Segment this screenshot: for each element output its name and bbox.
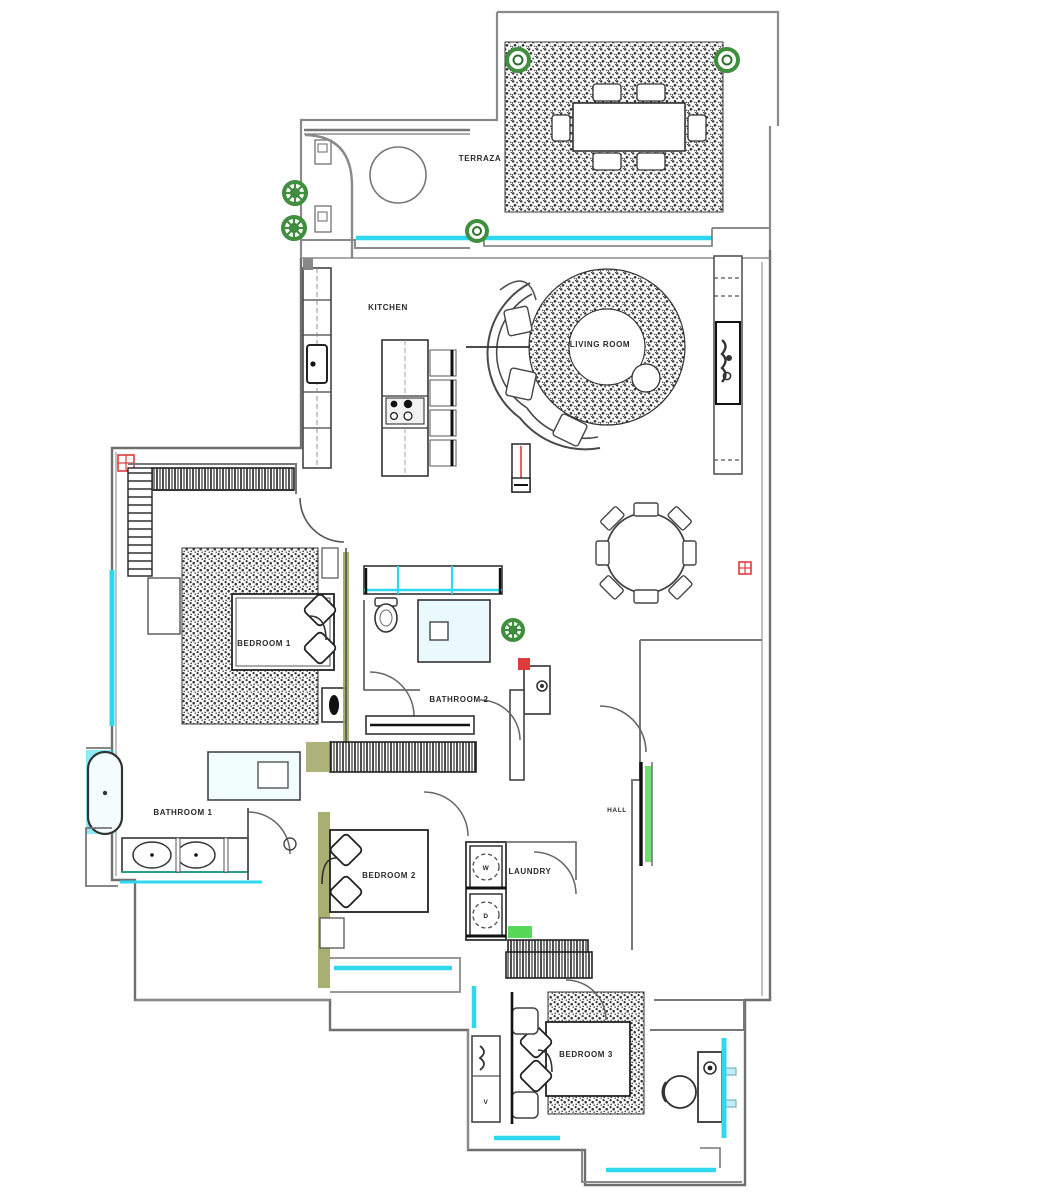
plant-icon [282,180,308,206]
door-swing [247,811,291,855]
nightstand [511,1007,539,1035]
media-unit [511,443,531,493]
stair-run [127,467,153,577]
closet-band [329,741,477,773]
shower-area [418,600,490,662]
room-label-living-room: LIVING ROOM [570,340,630,349]
hall-accent [645,766,652,862]
side-table [631,363,661,393]
desk-chair [663,1075,697,1109]
wardrobe-closet [117,454,297,577]
double-vanity [121,837,249,873]
bath1-shower [207,751,301,801]
bedroom-2-zone [318,791,469,993]
kitchen-zone [302,258,457,477]
misc-partitions [86,639,762,1150]
coffee-table [568,308,646,386]
dryer-mark: D [483,913,488,920]
room-label-bedroom-3: BEDROOM 3 [559,1050,613,1059]
kitchen-appliance [306,344,328,384]
plant-icon [281,215,307,241]
bed-bedroom3 [545,1021,631,1097]
indoor-dining-set [595,502,697,604]
door-swing [565,979,607,1021]
cooktop [385,397,425,425]
washing-machine [469,845,503,889]
bedroom3-wardrobe [471,1035,501,1123]
bedroom-3-zone: V [471,951,745,1183]
pillows-bedroom1 [303,593,337,665]
door-swing [599,705,647,753]
room-label-layer: TERRAZA KITCHEN LIVING ROOM BEDROOM 1 BA… [153,154,630,1059]
room-label-terraza: TERRAZA [459,154,501,163]
sofa-cushion [552,413,588,447]
room-label-hall: HALL [607,807,627,814]
desk-set [661,1051,737,1123]
curved-sofa-outer [486,282,601,451]
toilet-bath1 [283,837,297,851]
door-swing [369,671,415,717]
sofa-cushion [505,367,537,401]
terrace-side-furniture [314,139,332,233]
bedroom-1-zone [109,497,349,748]
plant-symbols [281,47,740,642]
shower-drain [429,621,449,641]
nightstand [147,577,181,635]
pillows-bedroom2 [321,833,363,909]
door-swing [533,851,577,895]
plant-icon [714,47,740,73]
dining-table [605,512,687,594]
kitchen-shelving [429,349,457,467]
terrace-zone [299,10,780,258]
door-swing [299,497,345,543]
room-label-laundry: LAUNDRY [508,867,551,876]
room-label-kitchen: KITCHEN [368,303,408,312]
bathroom-2-zone [306,565,551,781]
right-wall-cabinetry [713,255,743,475]
plant-icon [501,618,525,642]
room-label-bedroom-1: BEDROOM 1 [237,639,291,648]
living-room-zone [466,255,752,604]
nightstand [511,1091,539,1119]
outdoor-dining-set [551,83,707,171]
door-swing [479,699,521,741]
plant-icon [505,47,531,73]
plant-icon [465,219,489,243]
wardrobe-mark: V [484,1099,489,1106]
terrace-curved-wall [304,133,354,258]
round-planter [369,146,427,204]
hall-zone [599,690,653,950]
toilet [374,597,398,633]
bathroom-1-zone [85,750,301,887]
room-label-bathroom-2: BATHROOM 2 [429,695,488,704]
laundry-zone: W D [465,841,589,969]
nightstand [319,917,345,949]
accent-marker [508,926,532,938]
room-label-bathroom-1: BATHROOM 1 [153,808,212,817]
sofa-cushion [503,305,533,337]
washer-mark: W [483,865,490,872]
bedroom2-jamb-accent [318,812,330,988]
door-swing [423,791,469,837]
room-label-bedroom-2: BEDROOM 2 [362,871,416,880]
